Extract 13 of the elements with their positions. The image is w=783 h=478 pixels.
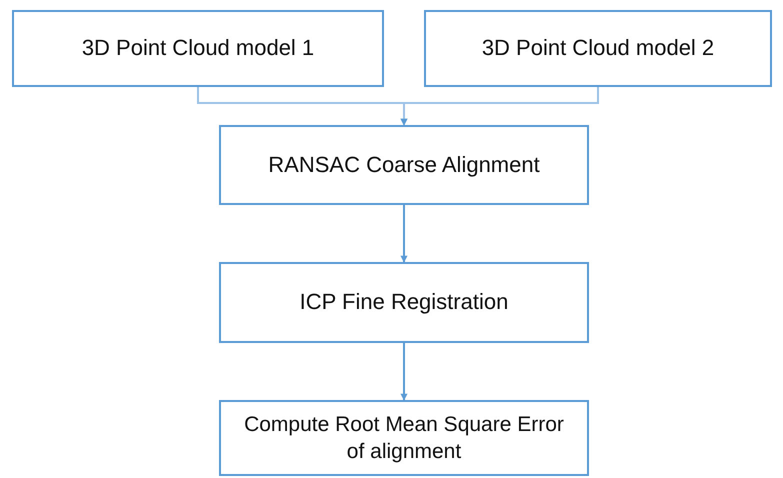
arrow	[400, 205, 408, 263]
process-box	[219, 125, 589, 205]
process-box	[219, 262, 589, 343]
process-box	[424, 10, 772, 87]
box-label: 3D Point Cloud model 1	[82, 34, 314, 62]
arrow	[400, 343, 408, 401]
box-label: RANSAC Coarse Alignment	[268, 150, 540, 179]
process-box	[12, 10, 384, 87]
process-box	[219, 400, 589, 476]
box-label: Compute Root Mean Square Error of alignment	[243, 412, 565, 465]
arrow	[400, 87, 599, 126]
box-label: ICP Fine Registration	[300, 288, 508, 316]
box-label: 3D Point Cloud model 2	[482, 34, 714, 62]
